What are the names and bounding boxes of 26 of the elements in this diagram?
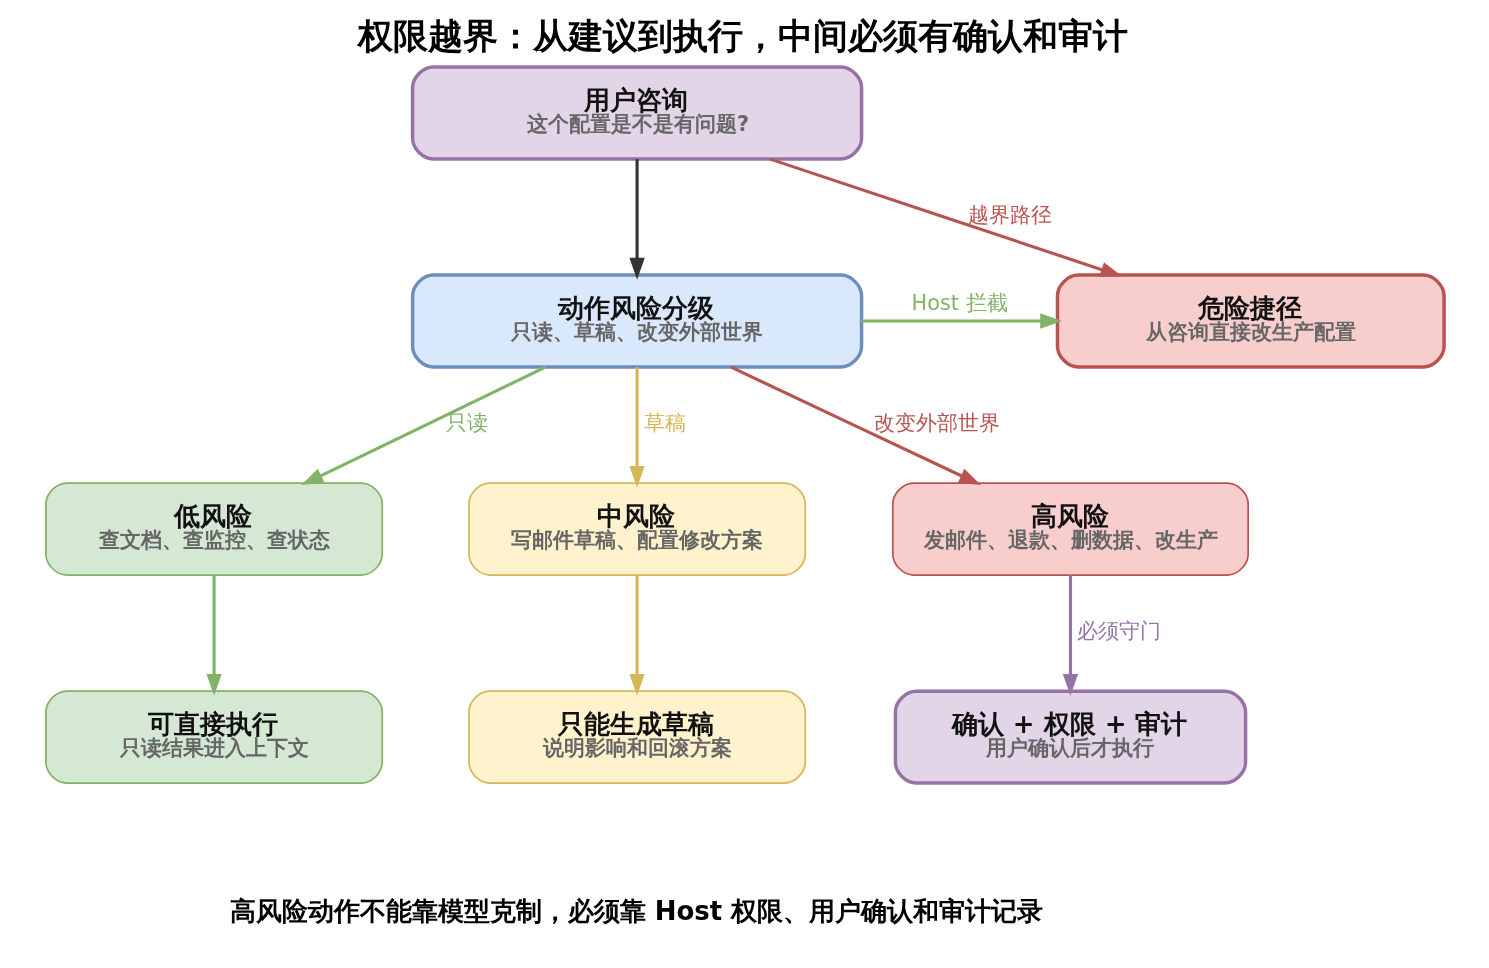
node-box: 危险捷径 从咨询直接改生产配置 bbox=[1055, 273, 1446, 369]
node-box: 动作风险分级 只读、草稿、改变外部世界 bbox=[410, 273, 863, 369]
arrow bbox=[628, 159, 645, 280]
arrow bbox=[1062, 575, 1078, 696]
node-box: 中风险 写邮件草稿、配置修改方案 bbox=[467, 482, 806, 576]
edge-label: 草稿 bbox=[643, 411, 686, 436]
arrow bbox=[628, 575, 645, 696]
edge-label: Host 拦截 bbox=[911, 290, 1008, 315]
node-box: 用户咨询 这个配置是不是有问题? bbox=[410, 65, 863, 161]
arrow bbox=[769, 157, 1122, 277]
node-box: 高风险 发邮件、退款、删数据、改生产 bbox=[891, 482, 1249, 576]
arrow bbox=[205, 575, 222, 696]
node-box: 可直接执行 只读结果进入上下文 bbox=[44, 690, 383, 784]
node-box: 低风险 查文档、查监控、查状态 bbox=[44, 482, 383, 576]
arrow bbox=[628, 367, 645, 488]
edge-label: 必须守门 bbox=[1076, 619, 1161, 644]
edge-label: 越界路径 bbox=[967, 203, 1052, 228]
edge-label: 只读 bbox=[445, 411, 488, 436]
diagram-title: 权限越界：从建议到执行，中间必须有确认和审计 bbox=[357, 16, 1128, 56]
arrow bbox=[729, 365, 981, 486]
node-box: 只能生成草稿 说明影响和回滚方案 bbox=[467, 690, 806, 784]
edge-label: 改变外部世界 bbox=[873, 411, 1000, 436]
node-box: 确认 + 权限 + 审计 用户确认后才执行 bbox=[893, 689, 1247, 785]
arrow bbox=[861, 313, 1062, 329]
caption: 高风险动作不能靠模型克制，必须靠 Host 权限、用户确认和审计记录 bbox=[229, 896, 1043, 926]
arrow bbox=[300, 365, 546, 486]
